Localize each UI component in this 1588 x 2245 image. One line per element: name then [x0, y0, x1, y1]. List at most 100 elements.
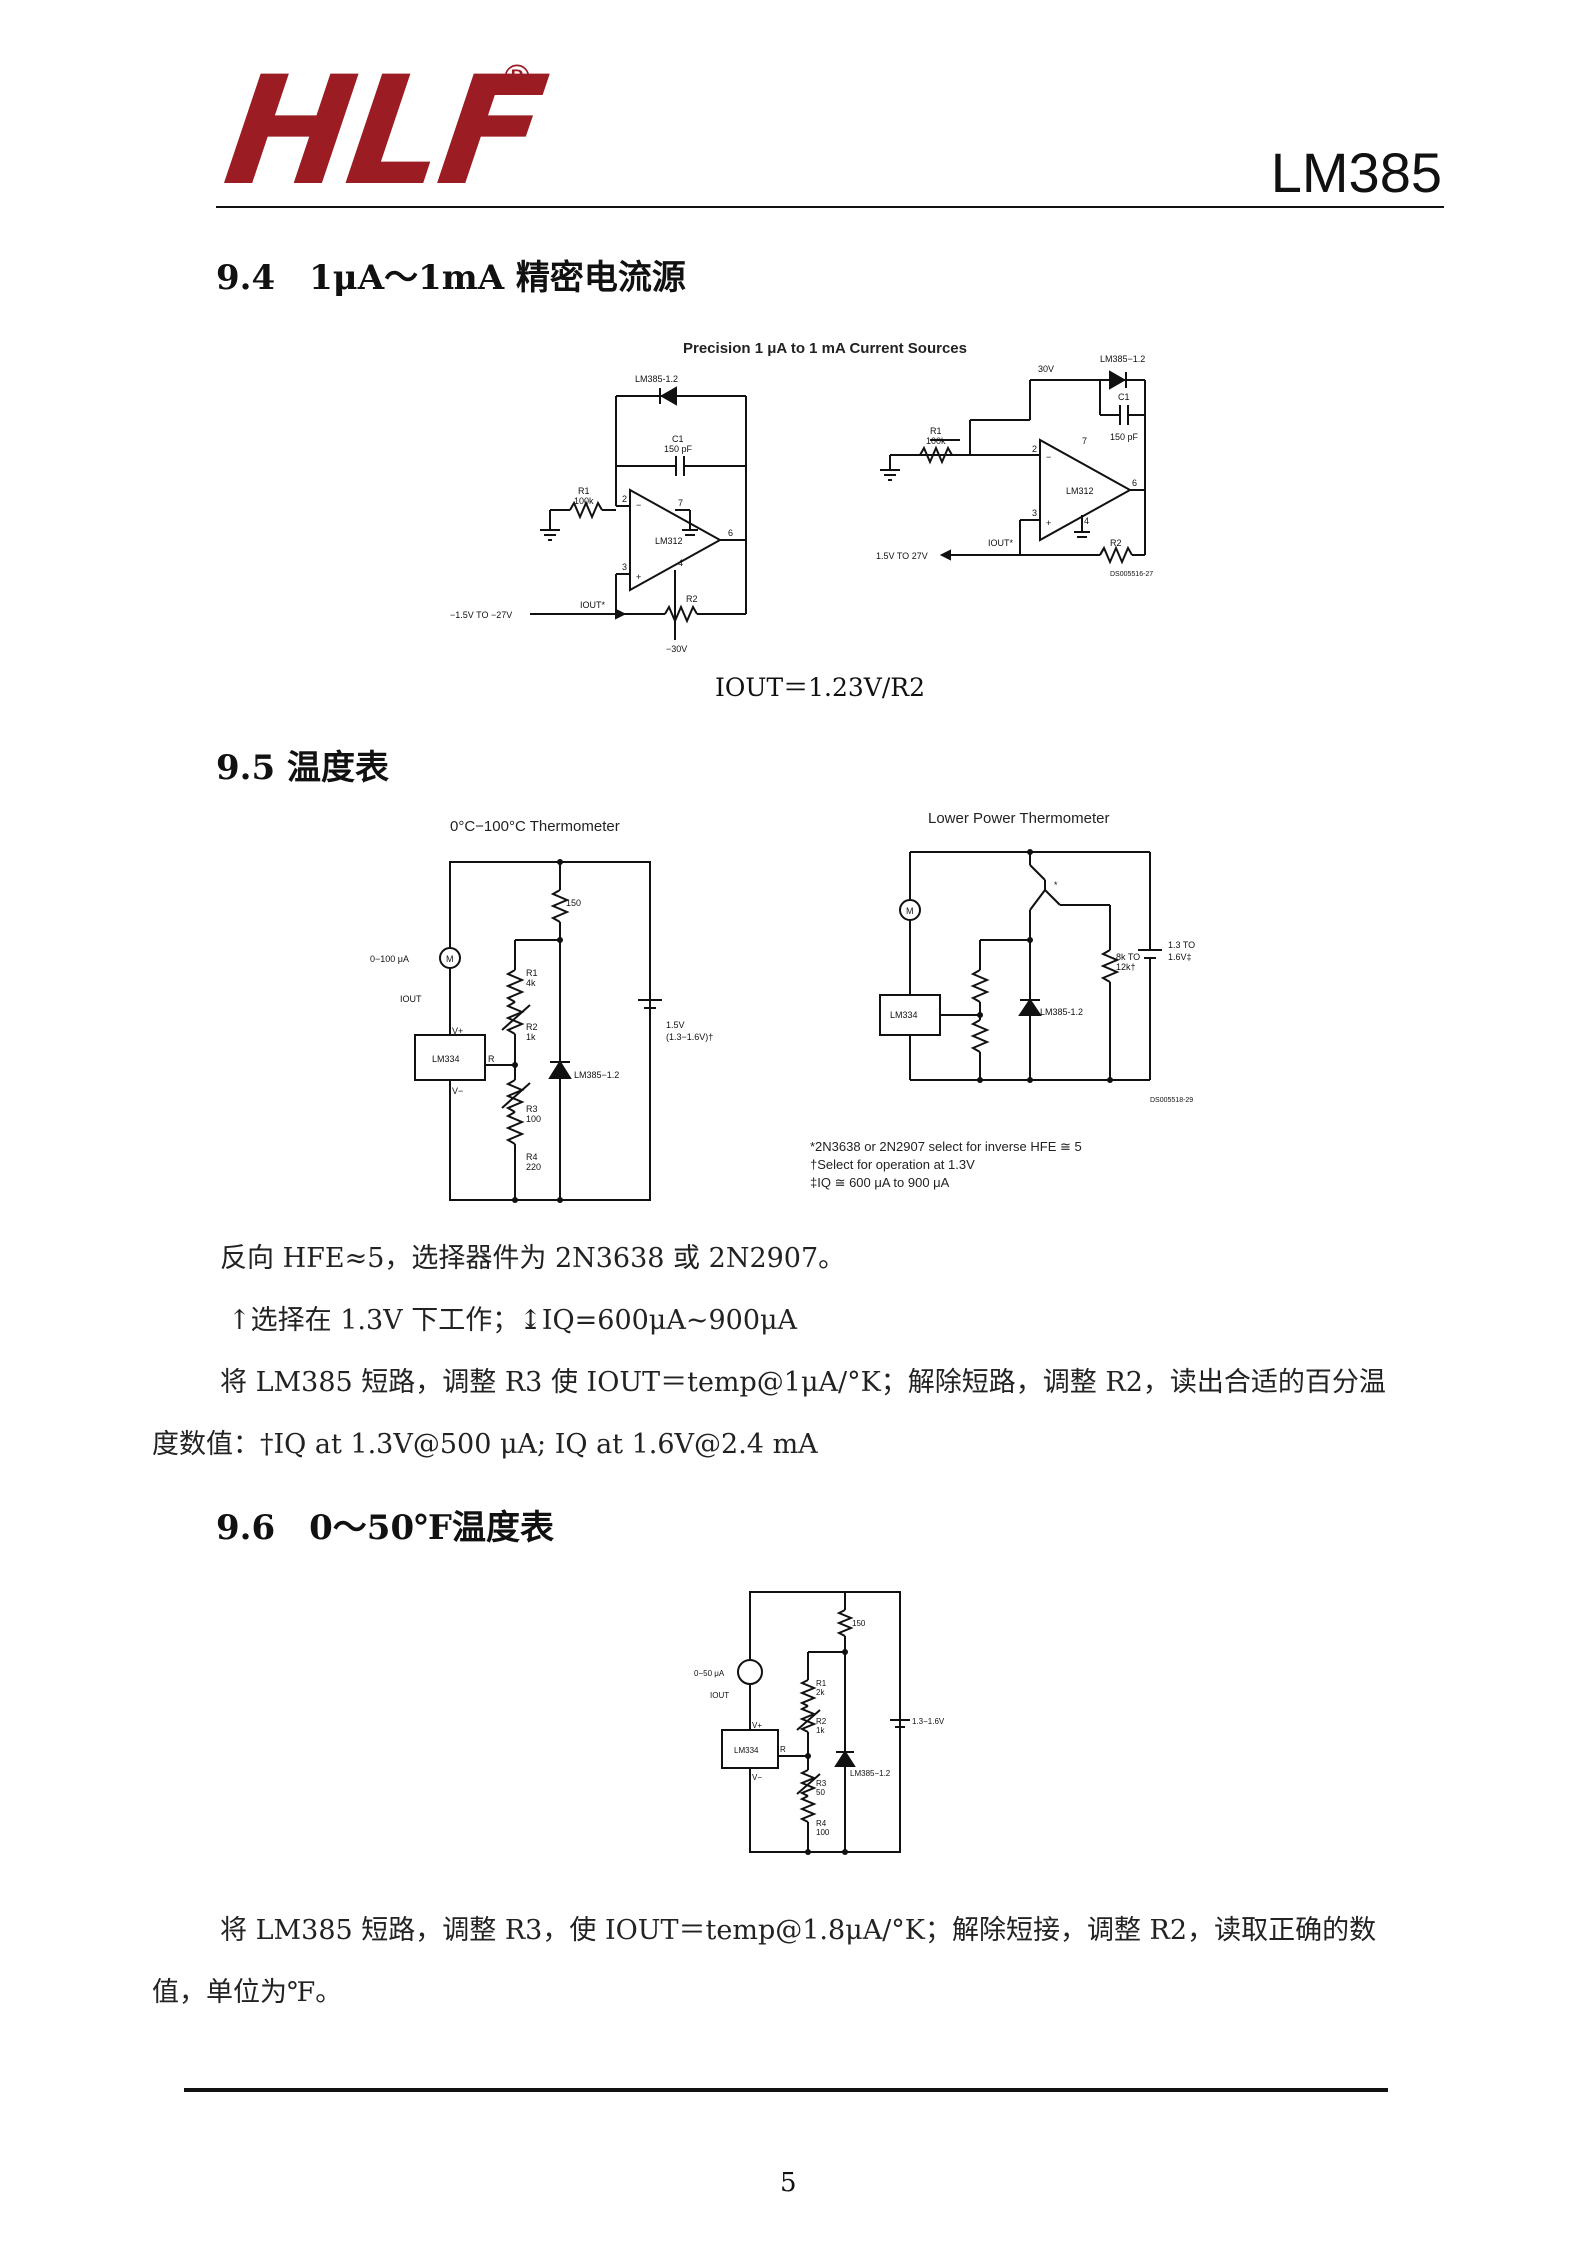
svg-text:2k: 2k	[816, 1688, 825, 1697]
svg-text:*: *	[1054, 880, 1058, 890]
svg-text:4: 4	[678, 558, 683, 568]
svg-text:R1: R1	[816, 1679, 827, 1688]
svg-text:LM385−1.2: LM385−1.2	[850, 1769, 891, 1778]
svg-text:LM385-1.2: LM385-1.2	[1040, 1007, 1083, 1017]
svg-text:V−: V−	[452, 1086, 463, 1096]
figure-title-current-source: Precision 1 μA to 1 mA Current Sources	[683, 340, 967, 357]
thermometer-circuit: 150 0−100 μA M IOUT R1 4k R2 1k V+ R LM3…	[370, 859, 713, 1203]
svg-text:50: 50	[816, 1788, 825, 1797]
section-heading-9-4: 9.4 1μA～1mA 精密电流源	[216, 258, 686, 298]
svg-text:R2: R2	[816, 1717, 827, 1726]
svg-text:7: 7	[678, 498, 683, 508]
svg-text:C1: C1	[1118, 392, 1130, 402]
svg-text:+: +	[636, 572, 641, 582]
svg-text:1.5V: 1.5V	[666, 1020, 685, 1030]
svg-text:R1: R1	[526, 968, 538, 978]
paragraph-select: ↑选择在 1.3V 下工作；↨IQ=600μA~900μA	[228, 1305, 798, 1336]
svg-text:1.3 TO: 1.3 TO	[1168, 940, 1195, 950]
svg-text:1k: 1k	[816, 1726, 825, 1735]
svg-text:1.5V TO 27V: 1.5V TO 27V	[876, 551, 928, 561]
svg-text:2: 2	[1032, 444, 1037, 454]
svg-text:−30V: −30V	[666, 644, 687, 654]
paragraph-f-unit: 值，单位为℉。	[152, 1977, 343, 2008]
svg-text:3: 3	[1032, 508, 1037, 518]
svg-text:R4: R4	[526, 1152, 538, 1162]
svg-text:12k†: 12k†	[1116, 962, 1136, 972]
svg-text:4: 4	[1084, 516, 1089, 526]
svg-text:DS005516-27: DS005516-27	[1110, 571, 1153, 578]
paragraph-hfe: 反向 HFE≈5，选择器件为 2N3638 或 2N2907。	[220, 1243, 846, 1274]
svg-text:V+: V+	[452, 1026, 463, 1036]
figure-title-thermometer: 0°C−100°C Thermometer	[450, 818, 620, 835]
svg-text:V−: V−	[752, 1773, 762, 1782]
svg-text:R2: R2	[686, 594, 698, 604]
svg-text:150: 150	[852, 1619, 866, 1628]
svg-text:0−100 μA: 0−100 μA	[370, 954, 409, 964]
svg-text:0−50 μA: 0−50 μA	[694, 1669, 725, 1678]
svg-text:LM385−1.2: LM385−1.2	[1100, 354, 1145, 364]
svg-text:LM334: LM334	[890, 1010, 918, 1020]
svg-text:R: R	[780, 1745, 786, 1754]
svg-text:LM312: LM312	[655, 536, 683, 546]
svg-text:R1: R1	[930, 426, 942, 436]
current-source-circuit-left: LM385-1.2 C1 150 pF R1 100k LM312 − + 2 …	[450, 374, 747, 654]
svg-text:R2: R2	[526, 1022, 538, 1032]
svg-text:1.6V‡: 1.6V‡	[1168, 952, 1192, 962]
svg-text:C1: C1	[672, 434, 684, 444]
svg-text:R3: R3	[816, 1779, 827, 1788]
fahrenheit-thermometer-circuit: 150 0−50 μA IOUT R1 2k R2 1k V+ R LM334 …	[694, 1591, 945, 1855]
footnote-2: †Select for operation at 1.3V	[810, 1157, 975, 1172]
svg-text:R2: R2	[1110, 538, 1122, 548]
svg-text:LM334: LM334	[432, 1054, 460, 1064]
svg-text:100: 100	[526, 1114, 541, 1124]
svg-text:150 pF: 150 pF	[1110, 432, 1139, 442]
paragraph-reading: 度数值：†IQ at 1.3V@500 μA; IQ at 1.6V@2.4 m…	[152, 1429, 818, 1460]
svg-text:−: −	[1046, 452, 1051, 462]
svg-text:IOUT*: IOUT*	[988, 538, 1013, 548]
svg-text:M: M	[446, 954, 454, 964]
svg-text:100k: 100k	[926, 436, 946, 446]
low-power-thermometer-circuit: M LM334 LM385-1.2 8k TO 12k† 1.3 TO 1.6V…	[879, 849, 1195, 1104]
svg-text:−: −	[636, 500, 641, 510]
svg-text:(1.3−1.6V)†: (1.3−1.6V)†	[666, 1032, 713, 1042]
footnote-3: ‡IQ ≅ 600 μA to 900 μA	[810, 1175, 950, 1190]
footer-rule	[184, 2088, 1388, 2092]
svg-text:3: 3	[622, 562, 627, 572]
figure-title-low-power: Lower Power Thermometer	[928, 810, 1110, 827]
paragraph-adjust: 将 LM385 短路，调整 R3 使 IOUT＝temp@1μA/°K；解除短路…	[220, 1367, 1386, 1398]
svg-text:M: M	[906, 906, 914, 916]
page-number: 5	[780, 2168, 797, 2198]
section-heading-9-5: 9.5 温度表	[216, 748, 389, 788]
svg-text:100k: 100k	[574, 496, 594, 506]
svg-text:7: 7	[1082, 436, 1087, 446]
svg-text:IOUT*: IOUT*	[580, 600, 605, 610]
formula-iout: IOUT＝1.23V/R2	[715, 673, 925, 702]
svg-text:220: 220	[526, 1162, 541, 1172]
svg-text:4k: 4k	[526, 978, 536, 988]
svg-text:V+: V+	[752, 1721, 762, 1730]
svg-text:150 pF: 150 pF	[664, 444, 693, 454]
svg-text:6: 6	[1132, 478, 1137, 488]
svg-text:1.3−1.6V: 1.3−1.6V	[912, 1717, 945, 1726]
header-rule	[216, 206, 1444, 208]
svg-text:−1.5V TO −27V: −1.5V TO −27V	[450, 610, 512, 620]
footnote-1: *2N3638 or 2N2907 select for inverse HFE…	[810, 1139, 1082, 1154]
svg-text:LM334: LM334	[734, 1746, 759, 1755]
svg-text:LM312: LM312	[1066, 486, 1094, 496]
section-heading-9-6: 9.6 0～50℉温度表	[216, 1508, 554, 1548]
paragraph-f-adjust: 将 LM385 短路，调整 R3，使 IOUT＝temp@1.8μA/°K；解除…	[220, 1915, 1377, 1946]
svg-text:IOUT: IOUT	[710, 1691, 729, 1700]
svg-text:IOUT: IOUT	[400, 994, 422, 1004]
svg-text:8k TO: 8k TO	[1116, 952, 1140, 962]
svg-text:LM385−1.2: LM385−1.2	[574, 1070, 619, 1080]
model-number: LM385	[1270, 141, 1442, 204]
svg-text:R1: R1	[578, 486, 590, 496]
svg-text:1k: 1k	[526, 1032, 536, 1042]
svg-text:6: 6	[728, 528, 733, 538]
svg-text:DS005518-29: DS005518-29	[1150, 1097, 1193, 1104]
label-lm385: LM385-1.2	[635, 374, 678, 384]
svg-text:R: R	[488, 1054, 495, 1064]
svg-text:+: +	[1046, 518, 1051, 528]
svg-text:30V: 30V	[1038, 364, 1054, 374]
svg-text:2: 2	[622, 494, 627, 504]
